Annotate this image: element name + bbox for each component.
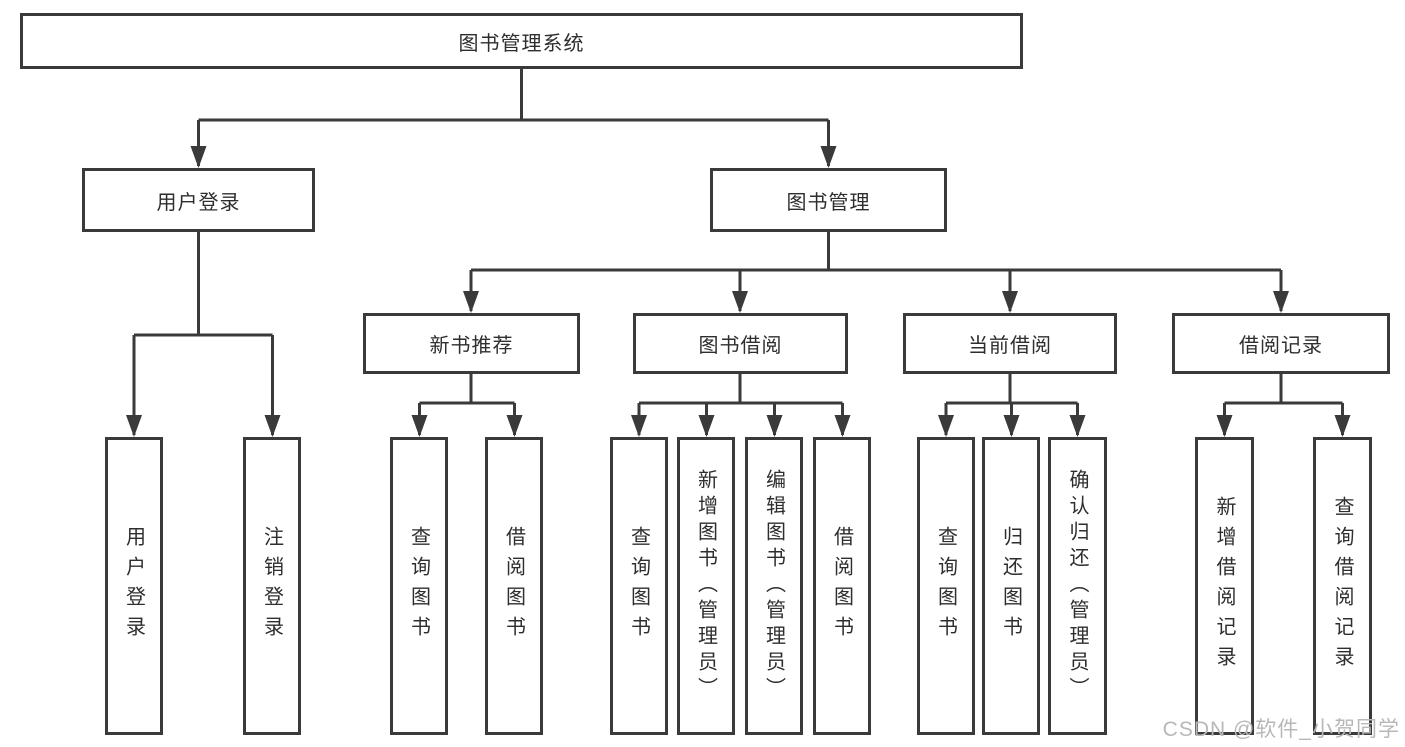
leaf-borrow-books-recommend: 借阅图书 <box>485 437 543 735</box>
leaf-add-book-admin: 新增图书（管理员） <box>677 437 735 735</box>
leaf-query-books-current: 查询图书 <box>917 437 975 735</box>
leaf-confirm-return-admin: 确认归还（管理员） <box>1048 437 1107 735</box>
leaf-query-books-borrowing: 查询图书 <box>610 437 668 735</box>
leaf-query-books-recommend: 查询图书 <box>390 437 448 735</box>
leaf-user-login: 用户登录 <box>105 437 163 735</box>
leaf-query-borrow-record: 查询借阅记录 <box>1313 437 1372 735</box>
leaf-borrow-books-borrowing: 借阅图书 <box>813 437 871 735</box>
node-new-book-recommendation: 新书推荐 <box>363 313 580 374</box>
leaf-return-books: 归还图书 <box>982 437 1040 735</box>
node-book-borrowing: 图书借阅 <box>633 313 848 374</box>
node-borrowing-records: 借阅记录 <box>1172 313 1390 374</box>
leaf-logout: 注销登录 <box>243 437 301 735</box>
node-book-management: 图书管理 <box>710 168 947 232</box>
leaf-edit-book-admin: 编辑图书（管理员） <box>745 437 803 735</box>
arrowheads <box>126 146 1351 437</box>
tree-lines <box>132 69 1344 435</box>
leaf-add-borrow-record: 新增借阅记录 <box>1195 437 1254 735</box>
node-user-login: 用户登录 <box>82 168 315 232</box>
node-current-borrowing: 当前借阅 <box>903 313 1117 374</box>
node-library-system: 图书管理系统 <box>20 13 1023 69</box>
